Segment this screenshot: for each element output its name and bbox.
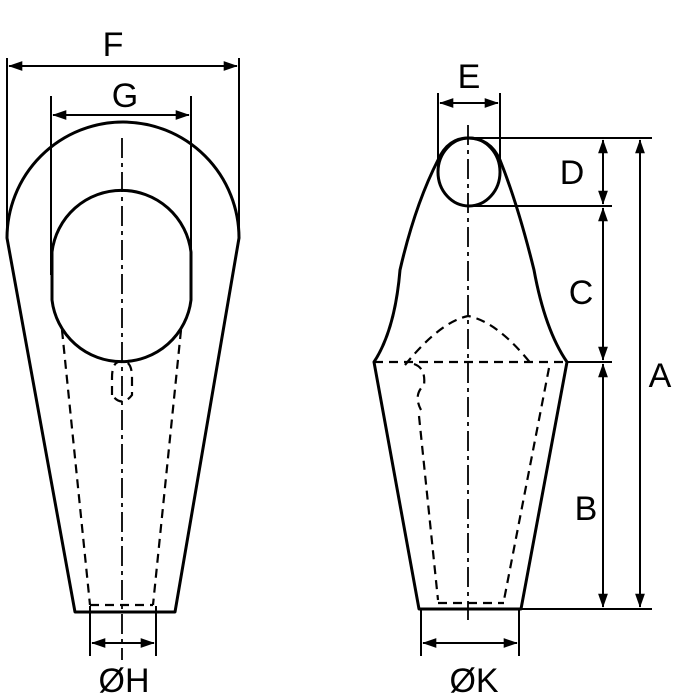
front-cone-hidden-right bbox=[151, 329, 183, 606]
dim-k-label: ØK bbox=[449, 662, 498, 700]
side-outline bbox=[372, 136, 569, 611]
side-cone-hidden-right bbox=[502, 367, 551, 601]
side-pin-circle bbox=[436, 136, 502, 208]
front-slot-hidden bbox=[110, 360, 134, 403]
dim-d-label: D bbox=[560, 154, 585, 192]
front-cone-hidden-left bbox=[60, 329, 92, 606]
dim-b-label: B bbox=[575, 490, 598, 528]
dim-e-label: E bbox=[458, 58, 481, 96]
front-outline bbox=[5, 120, 241, 614]
side-cone-hidden-left bbox=[417, 415, 440, 601]
side-notch-hidden bbox=[413, 362, 426, 411]
dim-c-label: C bbox=[569, 274, 594, 312]
dim-g-label: G bbox=[112, 77, 138, 115]
side-view: E D C B A ØK bbox=[372, 58, 672, 700]
front-view: F G ØH bbox=[5, 26, 241, 700]
front-pin-hole bbox=[50, 188, 193, 364]
dim-a-label: A bbox=[649, 357, 672, 395]
dim-h-label: ØH bbox=[99, 662, 150, 700]
dim-f-label: F bbox=[103, 26, 124, 64]
side-top-hidden-arc bbox=[404, 314, 533, 366]
